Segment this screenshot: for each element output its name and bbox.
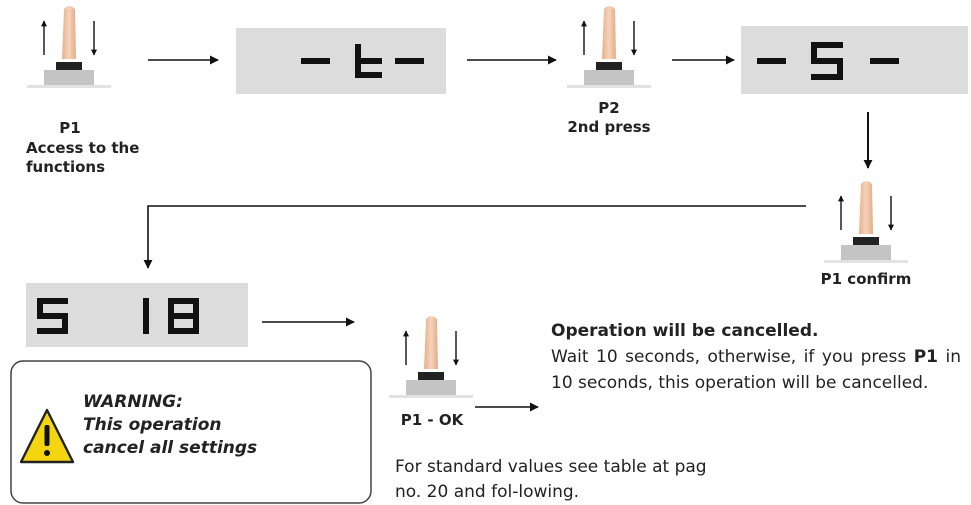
warning-line2: This operation: [83, 415, 222, 435]
warning-box: [10, 360, 372, 504]
display-s-menu: [741, 26, 968, 94]
operation-note-title: Operation will be cancelled.: [551, 321, 819, 341]
p1-access-caption-line1: Access to the: [26, 139, 140, 157]
p2-press-caption: 2nd press: [567, 118, 651, 136]
operation-note-key: P1: [913, 347, 938, 367]
p1-key-label: P1: [59, 119, 81, 137]
standard-values-note: For standard values see table at pag no.…: [395, 457, 707, 502]
operation-note-text-after: in 10 seconds, this operation will be ca…: [551, 347, 961, 393]
warning-line3: cancel all settings: [83, 438, 258, 458]
operation-note-text-before: Wait 10 seconds, otherwise, if you press: [551, 347, 914, 367]
warning-text: WARNING: This operation cancel all setti…: [83, 391, 257, 460]
p1-confirm-caption: P1 confirm: [820, 270, 912, 288]
p1-confirm-button-icon: [824, 181, 908, 263]
p2-press-button-icon: [567, 6, 651, 88]
warning-heading: WARNING:: [83, 392, 183, 412]
display-t-menu: [236, 28, 446, 94]
p1-ok-caption: P1 - OK: [400, 411, 464, 429]
p1-access-caption-line2: functions: [26, 158, 105, 176]
p2-key-label: P2: [598, 99, 620, 117]
display-s18: [26, 283, 248, 347]
warning-icon: [19, 408, 75, 464]
operation-note: Operation will be cancelled. Wait 10 sec…: [551, 318, 961, 396]
arrow-confirm-to-s18: [143, 205, 806, 269]
p1-ok-button-icon: [389, 316, 473, 398]
operation-note-body: Wait 10 seconds, otherwise, if you press…: [551, 344, 961, 396]
p1-access-button-icon: [27, 6, 111, 88]
